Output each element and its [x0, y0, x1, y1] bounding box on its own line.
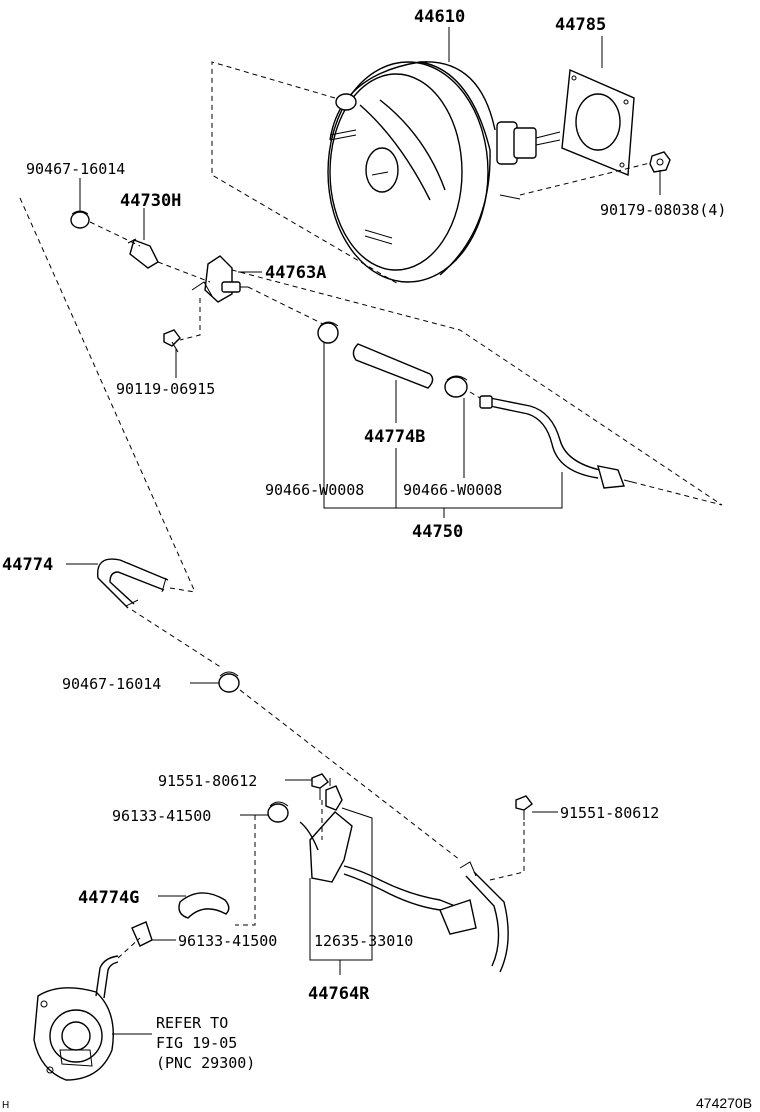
hose-clamp-left[interactable] [317, 321, 339, 344]
hose-clip-middle[interactable] [218, 671, 240, 693]
label-bolt-left: 91551-80612 [158, 772, 257, 790]
label-clip-top: 90467-16014 [26, 160, 125, 178]
label-clip-pump-bottom: 96133-41500 [178, 932, 277, 950]
label-bolt-right: 91551-80612 [560, 804, 659, 822]
pump-clip-top[interactable] [267, 801, 289, 823]
refer-line-2: FIG 19-05 [156, 1034, 237, 1052]
brake-booster[interactable] [327, 61, 561, 283]
booster-gasket[interactable] [561, 68, 635, 177]
refer-line-1: REFER TO [156, 1014, 228, 1032]
label-check-valve: 44730H [120, 191, 181, 211]
hose-pipe[interactable] [479, 395, 633, 489]
hose-44774g[interactable] [178, 892, 230, 919]
label-pipe-assy: 44764R [308, 984, 370, 1004]
label-booster: 44610 [414, 7, 465, 27]
hose-44774b[interactable] [352, 343, 434, 389]
check-valve-clip[interactable] [70, 210, 90, 229]
label-clip-pump-top: 96133-41500 [112, 807, 211, 825]
label-clip-mid: 90467-16014 [62, 675, 161, 693]
pipe-bolt-left[interactable] [311, 773, 329, 800]
pipe-bolt-right[interactable] [515, 795, 533, 820]
corner-mark: H [2, 1100, 9, 1111]
pipe-assembly[interactable] [299, 811, 509, 973]
pump-clip-bottom[interactable] [131, 921, 153, 947]
label-hose-b: 44774B [364, 427, 425, 447]
label-bracket-bolt: 90119-06915 [116, 380, 215, 398]
label-clamp-left: 90466-W0008 [265, 481, 364, 499]
hose-44774-u[interactable] [96, 558, 169, 609]
diagram-code: 474270B [696, 1095, 752, 1111]
booster-nut[interactable] [649, 151, 671, 173]
label-gasket: 44785 [555, 15, 606, 35]
label-bracket: 44763A [265, 263, 326, 283]
hose-clamp-right[interactable] [444, 375, 468, 398]
check-valve-bracket[interactable] [191, 255, 248, 303]
label-hose-u: 44774 [2, 555, 53, 575]
bracket-bolt[interactable] [163, 329, 181, 353]
label-hose-g: 44774G [78, 888, 139, 908]
label-hose-assy: 44750 [412, 522, 463, 542]
check-valve[interactable] [127, 238, 159, 269]
label-booster-nut: 90179-08038(4) [600, 201, 726, 219]
refer-line-3: (PNC 29300) [156, 1054, 255, 1072]
label-clamp-right: 90466-W0008 [403, 481, 502, 499]
label-sensor: 12635-33010 [314, 932, 413, 950]
vacuum-pump[interactable] [33, 955, 119, 1081]
vacuum-sensor[interactable] [325, 778, 343, 811]
